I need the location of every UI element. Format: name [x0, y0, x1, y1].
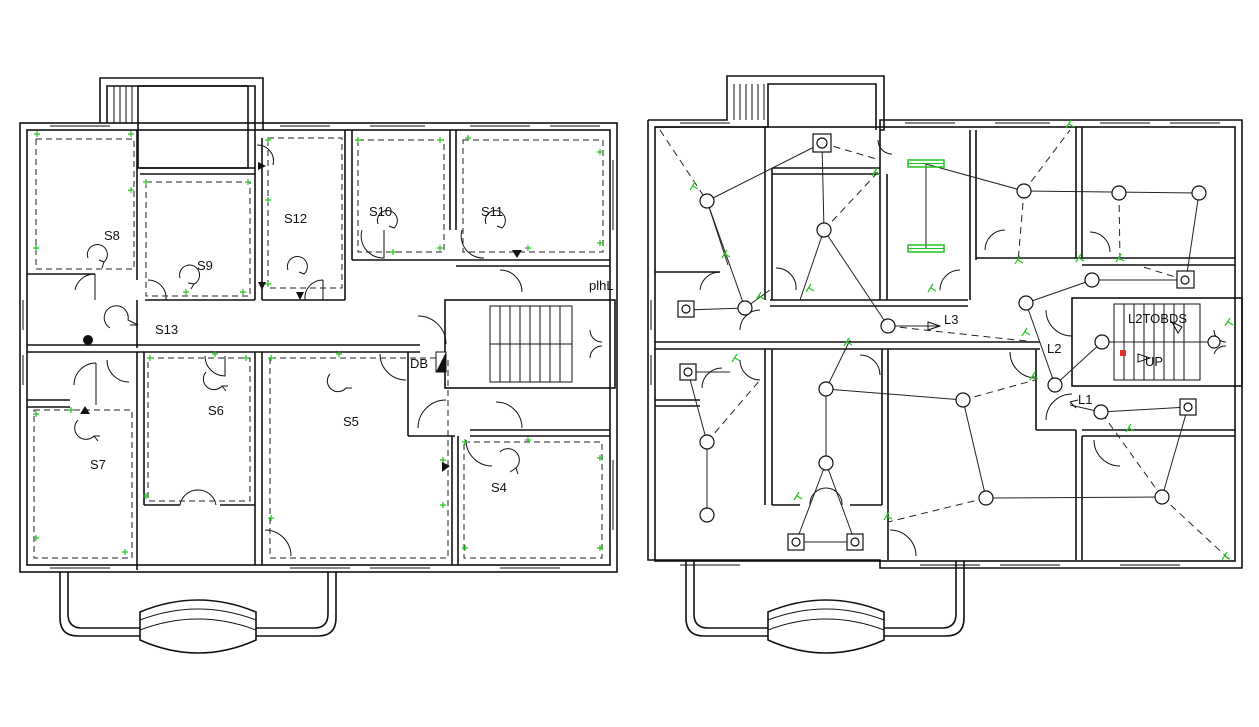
- ceiling-light: [1111, 185, 1127, 201]
- label-s13: S13: [155, 322, 178, 337]
- wall-light: [787, 533, 805, 551]
- wall-light: [1179, 398, 1197, 416]
- ceiling-light: [1207, 335, 1221, 349]
- label-s11: S11: [481, 204, 503, 219]
- ceiling-light: [699, 193, 715, 209]
- ceiling-light: [818, 455, 834, 471]
- ceiling-light: [1154, 489, 1170, 505]
- socket-circuits: [33, 137, 604, 559]
- lighting-switches: [689, 119, 1234, 561]
- label-l3: L3: [944, 312, 958, 327]
- wall-light: [677, 300, 695, 318]
- lighting-plan: L3 L2TOBDS L2 UP L1: [647, 75, 1243, 654]
- ceiling-light: [1093, 404, 1109, 420]
- wall-light: [812, 133, 832, 153]
- label-s12: S12: [284, 211, 307, 226]
- label-l2tobds: L2TOBDS: [1128, 311, 1187, 326]
- ceiling-light: [880, 318, 896, 334]
- label-s5: S5: [343, 414, 359, 429]
- ceiling-light: [978, 490, 994, 506]
- socket-plan-walls: [19, 77, 618, 654]
- lighting-fixtures: [677, 133, 1221, 551]
- ceiling-light: [816, 222, 832, 238]
- wall-light: [1176, 270, 1195, 289]
- label-s10: S10: [369, 204, 392, 219]
- lighting-wiring: [659, 129, 1231, 561]
- ceiling-light: [955, 392, 971, 408]
- ceiling-light: [1094, 334, 1110, 350]
- ceiling-light: [737, 300, 753, 316]
- ceiling-light: [1191, 185, 1207, 201]
- label-s4: S4: [491, 480, 507, 495]
- ceiling-light: [699, 434, 715, 450]
- ceiling-light: [1016, 183, 1032, 199]
- ceiling-light: [1084, 272, 1100, 288]
- ceiling-light: [1018, 295, 1034, 311]
- lighting-plan-walls: [647, 75, 1243, 654]
- socket-outlets: [33, 131, 603, 555]
- ceiling-light: [699, 507, 715, 523]
- label-plhl: plhL: [589, 278, 614, 293]
- label-s8: S8: [104, 228, 120, 243]
- lighting-plan-labels: L3 L2TOBDS L2 UP L1: [944, 311, 1187, 407]
- wall-light: [679, 363, 697, 381]
- label-up: UP: [1145, 354, 1163, 369]
- label-s7: S7: [90, 457, 106, 472]
- socket-symbols: [74, 162, 611, 475]
- ceiling-light: [1047, 377, 1063, 393]
- label-l1: L1: [1078, 392, 1092, 407]
- label-s9: S9: [197, 258, 213, 273]
- wall-light: [846, 533, 864, 551]
- label-s6: S6: [208, 403, 224, 418]
- label-l2: L2: [1047, 341, 1061, 356]
- socket-plan-labels: S8 S9 S12 S10 S11 S13 S6 S5 S7 S4 DB plh…: [90, 204, 614, 495]
- label-db: DB: [410, 356, 428, 371]
- ceiling-light: [818, 381, 834, 397]
- socket-plan: S8 S9 S12 S10 S11 S13 S6 S5 S7 S4 DB plh…: [19, 77, 618, 654]
